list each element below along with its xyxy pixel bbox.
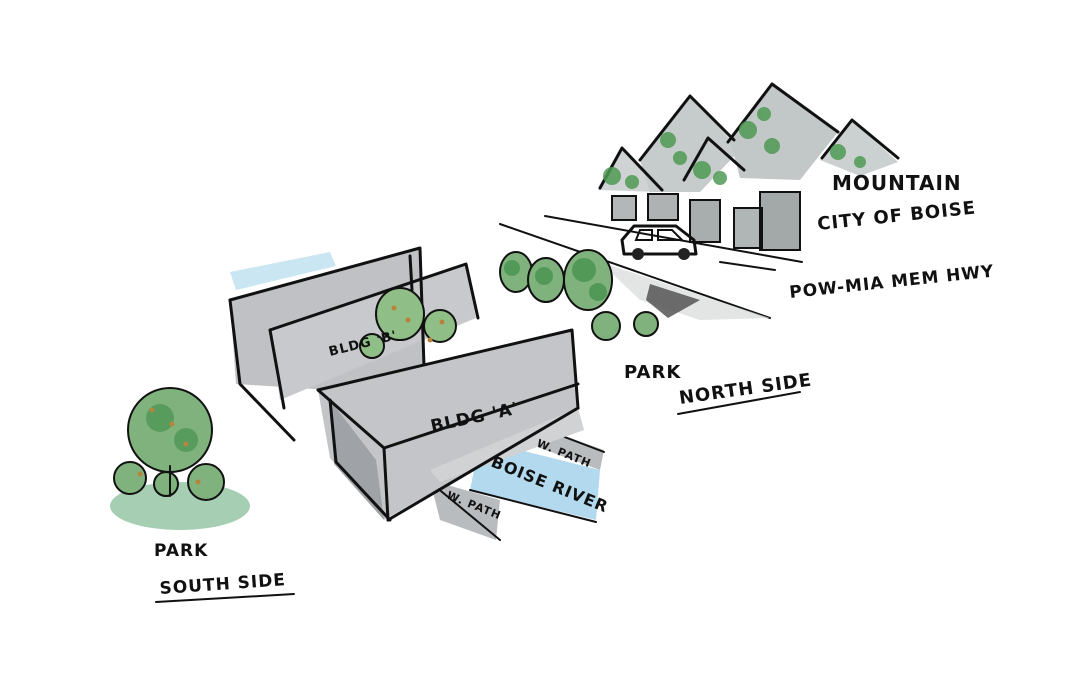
mountain-label: MOUNTAIN: [832, 171, 962, 195]
park-north-label: PARK: [624, 362, 681, 383]
river-paths: [230, 252, 605, 541]
mountains: [598, 82, 900, 192]
city-label: CITY OF BOISE: [816, 197, 977, 235]
building-b: [228, 246, 480, 442]
building-a: [316, 328, 584, 522]
north-side-underline: [677, 391, 801, 415]
park-south-label: PARK: [154, 541, 208, 561]
highway-label: POW-MIA MEM HWY: [788, 262, 995, 303]
south-park: [110, 387, 250, 530]
car-icon: [620, 224, 698, 260]
north-side-label: NORTH SIDE: [678, 370, 814, 409]
roof-trees: [359, 287, 457, 359]
north-park-ground: [600, 262, 770, 320]
south-side-underline: [155, 593, 295, 603]
city-buildings: [611, 191, 801, 251]
north-trees: [499, 249, 659, 341]
